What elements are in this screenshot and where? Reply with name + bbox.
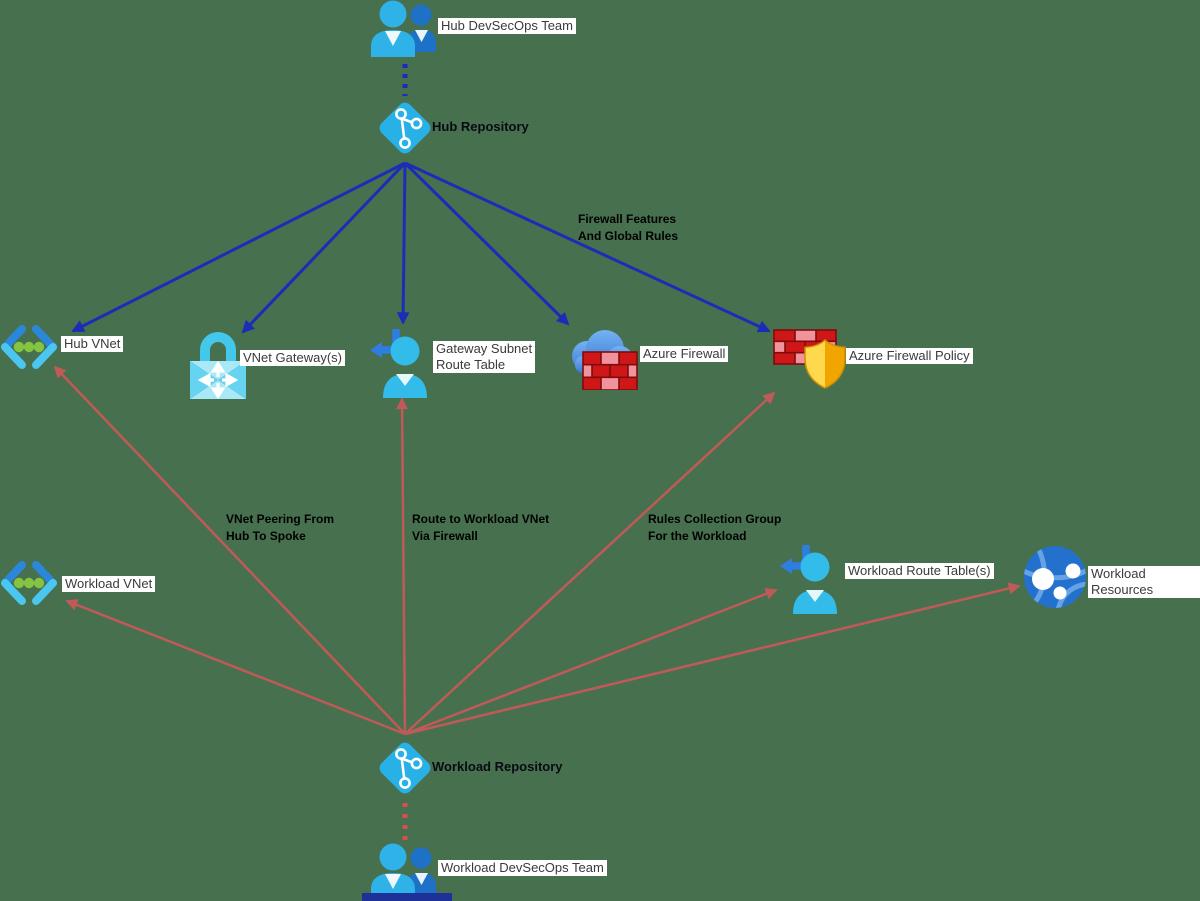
edge-hub-repo-to-vnet-gateways	[241, 161, 407, 334]
node-gateway-subnet-route-table	[370, 328, 432, 403]
git-repository-icon	[379, 102, 431, 154]
resources-globe-icon	[1024, 546, 1086, 608]
edge-workload-repo-to-workload-resources	[404, 582, 1021, 736]
azure-firewall-label: Azure Firewall	[640, 346, 729, 362]
node-workload-devsecops-team	[366, 843, 450, 901]
workload-devsecops-team-label: Workload DevSecOps Team	[438, 860, 607, 876]
edge-hub-repo-to-hub-vnet	[71, 161, 406, 333]
workload-vnet-label: Workload VNet	[62, 576, 156, 592]
edge-hub-repo-to-gateway-subnet-route-table	[396, 162, 410, 325]
team-icon	[371, 843, 436, 900]
node-workload-vnet	[0, 558, 58, 613]
icon-base-bar	[362, 893, 452, 901]
azure-firewall-icon	[572, 330, 638, 391]
edge-workload-repo-to-workload-route-tables	[404, 588, 778, 736]
node-workload-resources	[1022, 546, 1088, 615]
gateway-subnet-route-table-label: Gateway Subnet Route Table	[433, 341, 536, 373]
edge-hub-repo-to-azure-firewall-policy	[404, 161, 771, 333]
hub-vnet-label: Hub VNet	[61, 336, 124, 352]
edge-workload-repo-to-azure-firewall-policy	[404, 391, 776, 735]
edge-label-vnet-peering: VNet Peering From Hub To Spoke	[226, 512, 335, 543]
workload-repository-label: Workload Repository	[432, 759, 563, 774]
git-repository-icon	[379, 742, 431, 794]
edge-label-route-to-workload-vnet: Route to Workload VNet Via Firewall	[412, 512, 550, 543]
firewall-policy-icon	[773, 329, 846, 389]
hub-devsecops-team-label: Hub DevSecOps Team	[438, 18, 576, 34]
node-hub-repository	[371, 94, 439, 167]
edge-workload-repo-to-gateway-subnet-route-table	[396, 397, 409, 735]
team-icon	[371, 0, 436, 57]
vnet-gateways-label: VNet Gateway(s)	[240, 350, 345, 366]
node-vnet-gateways	[188, 323, 248, 404]
workload-resources-label: Workload Resources	[1088, 566, 1200, 598]
node-hub-devsecops-team	[366, 0, 450, 65]
node-azure-firewall	[561, 326, 641, 395]
hub-repository-label: Hub Repository	[432, 119, 529, 134]
route-table-icon	[780, 545, 837, 614]
node-azure-firewall-policy	[772, 326, 850, 397]
workload-route-tables-label: Workload Route Table(s)	[845, 563, 994, 579]
node-workload-repository	[371, 734, 439, 807]
virtual-network-icon	[1, 561, 57, 605]
edge-hub-repo-to-azure-firewall	[403, 161, 570, 326]
virtual-network-icon	[1, 325, 57, 369]
route-table-icon	[370, 329, 427, 398]
azure-firewall-policy-label: Azure Firewall Policy	[846, 348, 973, 364]
edge-label-firewall-features: Firewall Features And Global Rules	[578, 212, 679, 243]
vnet-gateway-icon	[190, 332, 246, 399]
node-hub-vnet	[0, 322, 58, 377]
edge-workload-repo-to-workload-vnet	[65, 599, 406, 736]
edge-workload-repo-to-hub-vnet	[53, 365, 406, 735]
node-workload-route-tables	[780, 544, 842, 619]
edge-label-rules-collection-group: Rules Collection Group For the Workload	[648, 512, 782, 543]
